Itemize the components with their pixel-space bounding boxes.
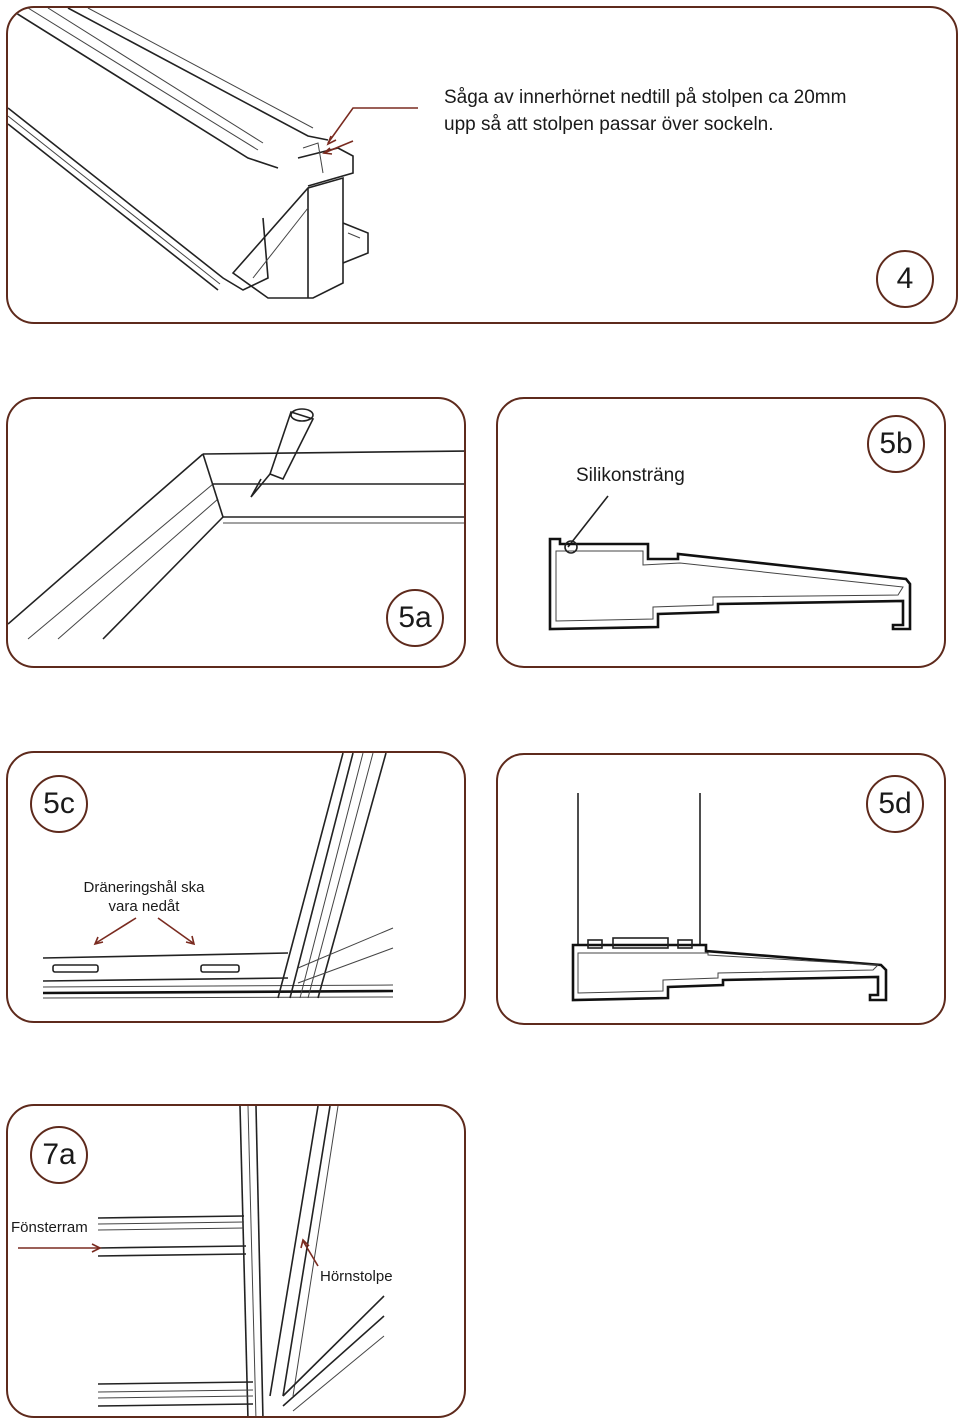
panel-step-5d: 5d [496, 753, 946, 1025]
window-frame-label: Fönsterram [11, 1219, 88, 1236]
step-badge-4: 4 [876, 250, 934, 308]
corner-post-illustration-7a [18, 1106, 385, 1416]
panel-step-5c: 5c Dräneringshål ska vara nedåt [6, 751, 466, 1023]
panel-step-7a: 7a Fönsterram Hörnstolpe [6, 1104, 466, 1418]
frame-corner-illustration-5a [8, 408, 464, 640]
step-badge-5a: 5a [386, 589, 444, 647]
corner-post-label: Hörnstolpe [320, 1268, 393, 1285]
profile-illustration-step-4 [8, 8, 418, 299]
step-4-caption-line-2: upp så att stolpen passar över sockeln. [444, 114, 774, 135]
drainage-label-line-2: vara nedåt [108, 898, 180, 915]
step-badge-5c: 5c [30, 775, 88, 833]
drainage-illustration-5c [42, 753, 394, 999]
step-badge-5d: 5d [866, 775, 924, 833]
drainage-label-line-1: Dräneringshål ska [83, 879, 205, 896]
step-4-caption-line-1: Såga av innerhörnet nedtill på stolpen c… [444, 87, 847, 108]
step-badge-5b: 5b [867, 415, 925, 473]
step-badge-7a: 7a [30, 1126, 88, 1184]
panel-step-5b: Silikonsträng 5b [496, 397, 946, 668]
panel-step-4: Såga av innerhörnet nedtill på stolpen c… [6, 6, 958, 324]
cross-section-illustration-5b [548, 495, 912, 631]
silicone-bead-label: Silikonsträng [576, 465, 685, 486]
cross-section-illustration-5d [571, 793, 888, 1002]
panel-step-5a: 5a [6, 397, 466, 668]
